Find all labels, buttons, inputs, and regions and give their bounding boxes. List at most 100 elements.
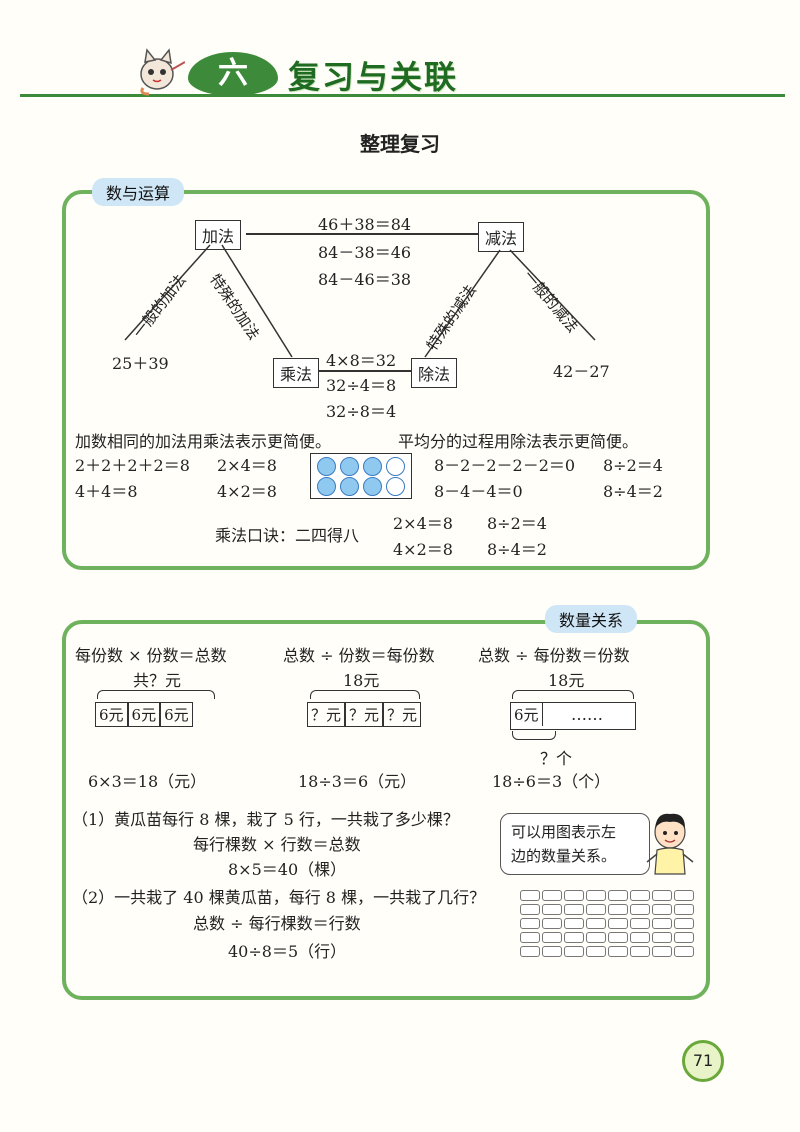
counter-array	[310, 453, 412, 499]
question-2-relation: 总数 ÷ 每行棵数＝行数	[193, 910, 361, 934]
diagram1-cell: 6元	[128, 702, 161, 727]
seedling-cell	[542, 946, 562, 957]
example-mult-2: 4×2＝8	[217, 478, 277, 502]
example-addition-1: 2＋2＋2＋2＝8	[75, 452, 190, 476]
counter-dot-empty	[386, 457, 405, 476]
diagram1-total-label: 共？元	[133, 667, 181, 691]
example-div-1: 8÷2＝4	[603, 452, 663, 476]
seedling-cell	[586, 918, 606, 929]
diagram3-cell: 6元	[511, 703, 543, 726]
seedling-cell	[630, 918, 650, 929]
diagram1-bracket	[97, 690, 215, 699]
bubble-line-2: 边的数量关系。	[511, 844, 639, 868]
seedling-cell	[586, 946, 606, 957]
seedling-cell	[630, 946, 650, 957]
boy-character-icon	[645, 810, 695, 876]
note-multiplication: 加数相同的加法用乘法表示更简便。	[75, 428, 331, 452]
seedling-cell	[586, 890, 606, 901]
calc-1: 6×3＝18（元）	[88, 768, 206, 792]
seedling-cell	[564, 946, 584, 957]
seedling-cell	[564, 904, 584, 915]
counter-dot	[317, 457, 336, 476]
seedling-cell	[674, 932, 694, 943]
rhyme-eq-4: 8÷4＝2	[487, 536, 547, 560]
seedling-cell	[630, 904, 650, 915]
seedling-cell	[564, 932, 584, 943]
seedling-cell	[674, 904, 694, 915]
diagram3-count-label: ？个	[540, 745, 572, 769]
calc-3: 18÷6＝3（个）	[492, 768, 610, 792]
diagram2-cell: ？元	[345, 702, 383, 727]
counter-dot	[363, 477, 382, 496]
diagram3-bottom-bracket	[512, 731, 556, 740]
seedling-cell	[608, 918, 628, 929]
seedling-cell	[586, 904, 606, 915]
seedling-cell	[520, 946, 540, 957]
question-1-relation: 每行棵数 × 行数＝总数	[193, 831, 361, 855]
seedling-cell	[542, 932, 562, 943]
rhyme-eq-2: 4×2＝8	[393, 536, 453, 560]
multiplication-rhyme: 乘法口诀：二四得八	[215, 522, 359, 546]
seedling-cell	[586, 932, 606, 943]
diagram3-total-label: 18元	[548, 667, 584, 691]
seedling-cell	[652, 904, 672, 915]
note-division: 平均分的过程用除法表示更简便。	[398, 428, 638, 452]
relation-2: 总数 ÷ 份数＝每份数	[283, 642, 435, 666]
seedling-cell	[608, 890, 628, 901]
seedling-cell	[652, 918, 672, 929]
question-1: （1）黄瓜苗每行 8 棵，栽了 5 行，一共栽了多少棵？	[72, 806, 459, 830]
seedling-cell	[520, 890, 540, 901]
diagram2-cell: ？元	[307, 702, 345, 727]
seedling-cell	[542, 904, 562, 915]
diagram3-ellipsis: ……	[571, 705, 603, 724]
diagram2-cell: ？元	[383, 702, 421, 727]
seedling-cell	[542, 918, 562, 929]
example-sub-1: 8－2－2－2－2＝0	[434, 452, 575, 476]
counter-dot	[340, 457, 359, 476]
mid-equation-2: 32÷4＝8	[326, 372, 396, 396]
seedling-cell	[630, 890, 650, 901]
diagram1-cell: 6元	[160, 702, 193, 727]
seedling-cell	[608, 904, 628, 915]
seedling-cell	[564, 918, 584, 929]
example-addition-2: 4＋4＝8	[75, 478, 138, 502]
diagram2-bar: ？元？元？元	[307, 702, 421, 727]
question-2-calc: 40÷8＝5（行）	[228, 938, 346, 962]
diagram2-bracket	[310, 690, 420, 699]
question-2: （2）一共栽了 40 棵黄瓜苗，每行 8 棵，一共栽了几行？	[72, 884, 485, 908]
counter-dot	[340, 477, 359, 496]
example-div-2: 8÷4＝2	[603, 478, 663, 502]
seedling-cell	[674, 890, 694, 901]
seedling-cell	[652, 890, 672, 901]
seedling-cell	[630, 932, 650, 943]
page-number: 71	[682, 1040, 724, 1082]
subtraction-example: 42－27	[553, 358, 610, 382]
relation-3: 总数 ÷ 每份数＝份数	[478, 642, 630, 666]
seedling-grid	[520, 890, 700, 960]
seedling-cell	[520, 904, 540, 915]
rhyme-eq-3: 8÷2＝4	[487, 510, 547, 534]
seedling-cell	[674, 946, 694, 957]
mid-equation-1: 4×8＝32	[326, 347, 396, 371]
example-mult-1: 2×4＝8	[217, 452, 277, 476]
counter-dot	[363, 457, 382, 476]
seedling-cell	[564, 890, 584, 901]
rhyme-eq-1: 2×4＝8	[393, 510, 453, 534]
relation-1: 每份数 × 份数＝总数	[75, 642, 227, 666]
speech-bubble: 可以用图表示左 边的数量关系。	[500, 813, 650, 875]
seedling-cell	[652, 932, 672, 943]
bubble-line-1: 可以用图表示左	[511, 820, 639, 844]
panel2-tag: 数量关系	[545, 605, 637, 633]
seedling-cell	[608, 946, 628, 957]
mid-equation-3: 32÷8＝4	[326, 398, 396, 422]
diagram1-cell: 6元	[95, 702, 128, 727]
seedling-cell	[674, 918, 694, 929]
counter-dot-empty	[386, 477, 405, 496]
seedling-cell	[542, 890, 562, 901]
seedling-cell	[608, 932, 628, 943]
calc-2: 18÷3＝6（元）	[298, 768, 416, 792]
example-sub-2: 8－4－4＝0	[434, 478, 523, 502]
question-1-calc: 8×5＝40（棵）	[228, 856, 346, 880]
diagram3-top-bracket	[512, 690, 634, 699]
